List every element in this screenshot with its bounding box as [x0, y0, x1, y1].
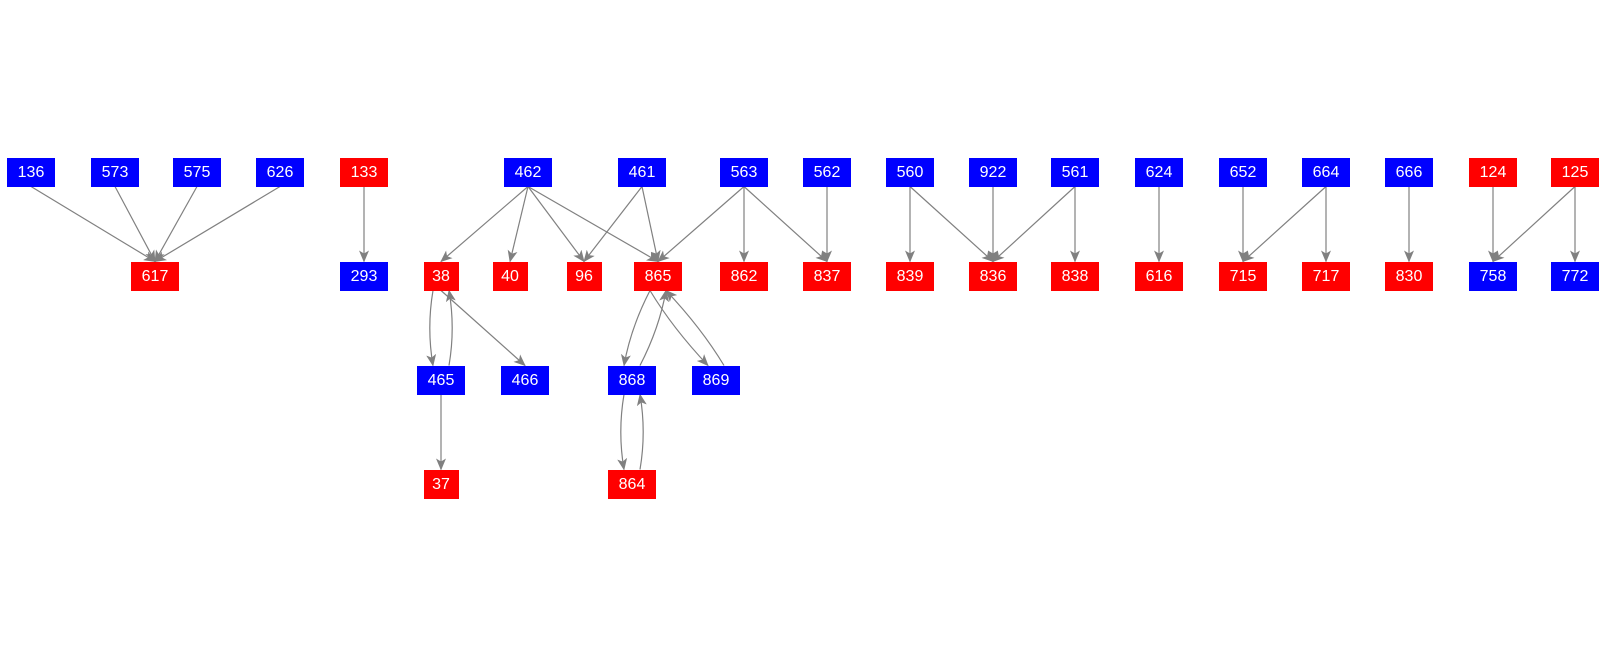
edge-465-38 [445, 289, 456, 366]
node-124[interactable]: 124 [1469, 157, 1517, 187]
node-133[interactable]: 133 [340, 157, 388, 187]
node-758[interactable]: 758 [1469, 261, 1517, 291]
node-96[interactable]: 96 [566, 261, 602, 291]
edge-868-865 [639, 289, 670, 366]
node-466[interactable]: 466 [501, 365, 549, 395]
node-38[interactable]: 38 [423, 261, 459, 291]
node-462[interactable]: 462 [504, 157, 552, 187]
edge-461-96 [583, 186, 643, 263]
node-575[interactable]: 575 [173, 157, 221, 187]
edge-865-868 [620, 290, 651, 367]
node-293[interactable]: 293 [340, 261, 388, 291]
node-563[interactable]: 563 [720, 157, 768, 187]
node-652[interactable]: 652 [1219, 157, 1267, 187]
edge-864-868 [636, 393, 647, 470]
node-869[interactable]: 869 [692, 365, 740, 395]
node-560[interactable]: 560 [886, 157, 934, 187]
node-717[interactable]: 717 [1302, 261, 1350, 291]
node-40[interactable]: 40 [492, 261, 528, 291]
edge-38-465 [426, 290, 437, 367]
edge-461-865 [641, 186, 661, 263]
edge-865-869 [649, 290, 709, 367]
node-617[interactable]: 617 [131, 261, 179, 291]
edge-125-758 [1492, 186, 1576, 263]
node-864[interactable]: 864 [608, 469, 656, 499]
edge-38-466 [440, 290, 526, 367]
node-830[interactable]: 830 [1385, 261, 1433, 291]
node-562[interactable]: 562 [803, 157, 851, 187]
node-862[interactable]: 862 [720, 261, 768, 291]
node-664[interactable]: 664 [1302, 157, 1350, 187]
node-624[interactable]: 624 [1135, 157, 1183, 187]
edge-868-864 [617, 394, 628, 471]
node-836[interactable]: 836 [969, 261, 1017, 291]
node-461[interactable]: 461 [618, 157, 666, 187]
edge-869-865 [665, 289, 725, 366]
node-616[interactable]: 616 [1135, 261, 1183, 291]
node-868[interactable]: 868 [608, 365, 656, 395]
edge-462-38 [440, 186, 529, 263]
edge-136-617 [30, 185, 156, 263]
edge-575-617 [154, 186, 198, 263]
node-136[interactable]: 136 [7, 157, 55, 187]
node-125[interactable]: 125 [1551, 157, 1599, 187]
node-715[interactable]: 715 [1219, 261, 1267, 291]
node-626[interactable]: 626 [256, 157, 304, 187]
node-922[interactable]: 922 [969, 157, 1017, 187]
edge-664-715 [1242, 186, 1327, 263]
node-772[interactable]: 772 [1551, 261, 1599, 291]
edge-563-837 [743, 186, 828, 263]
edge-560-836 [909, 186, 994, 263]
node-465[interactable]: 465 [417, 365, 465, 395]
edge-626-617 [154, 185, 281, 263]
edge-561-836 [992, 186, 1076, 263]
node-865[interactable]: 865 [634, 261, 682, 291]
node-838[interactable]: 838 [1051, 261, 1099, 291]
node-561[interactable]: 561 [1051, 157, 1099, 187]
edge-462-865 [527, 185, 659, 263]
node-573[interactable]: 573 [91, 157, 139, 187]
edge-462-40 [507, 186, 529, 263]
node-837[interactable]: 837 [803, 261, 851, 291]
node-839[interactable]: 839 [886, 261, 934, 291]
node-666[interactable]: 666 [1385, 157, 1433, 187]
edge-573-617 [114, 186, 156, 263]
edge-462-96 [527, 186, 585, 263]
edge-563-865 [657, 186, 745, 263]
node-37[interactable]: 37 [423, 469, 459, 499]
